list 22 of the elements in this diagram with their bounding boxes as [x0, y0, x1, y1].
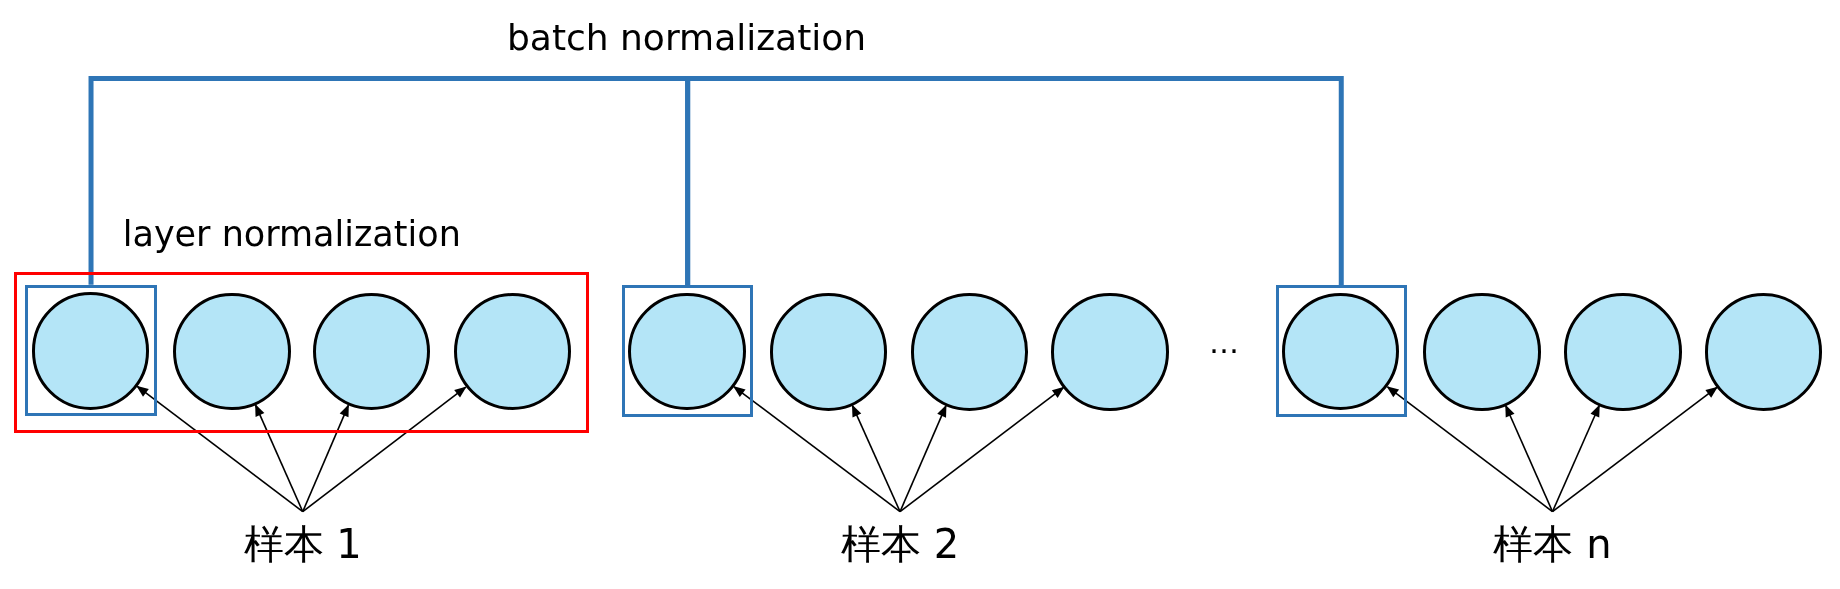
- feature-box: [25, 284, 157, 417]
- arrow: [301, 386, 467, 513]
- arrow: [1551, 404, 1600, 513]
- sample-label: 样本 2: [817, 511, 983, 578]
- arrow: [301, 404, 350, 513]
- feature-box: [1275, 285, 1407, 417]
- arrow: [136, 385, 304, 513]
- heading-text: batch normalization: [506, 17, 867, 59]
- arrow: [851, 404, 901, 513]
- connector-line: [685, 76, 1344, 286]
- arrow: [899, 404, 947, 513]
- arrow: [254, 404, 304, 513]
- arrow: [1504, 404, 1554, 513]
- arrow: [1551, 386, 1718, 513]
- sample-label: 样本 n: [1470, 511, 1635, 578]
- arrow: [1386, 386, 1554, 513]
- box-heading: layer normalization: [122, 214, 461, 255]
- feature-box: [621, 285, 754, 417]
- sample-label: 样本 1: [220, 511, 385, 578]
- arrow: [899, 386, 1065, 513]
- arrow: [733, 385, 901, 513]
- ellipsis-text: …: [1208, 325, 1239, 361]
